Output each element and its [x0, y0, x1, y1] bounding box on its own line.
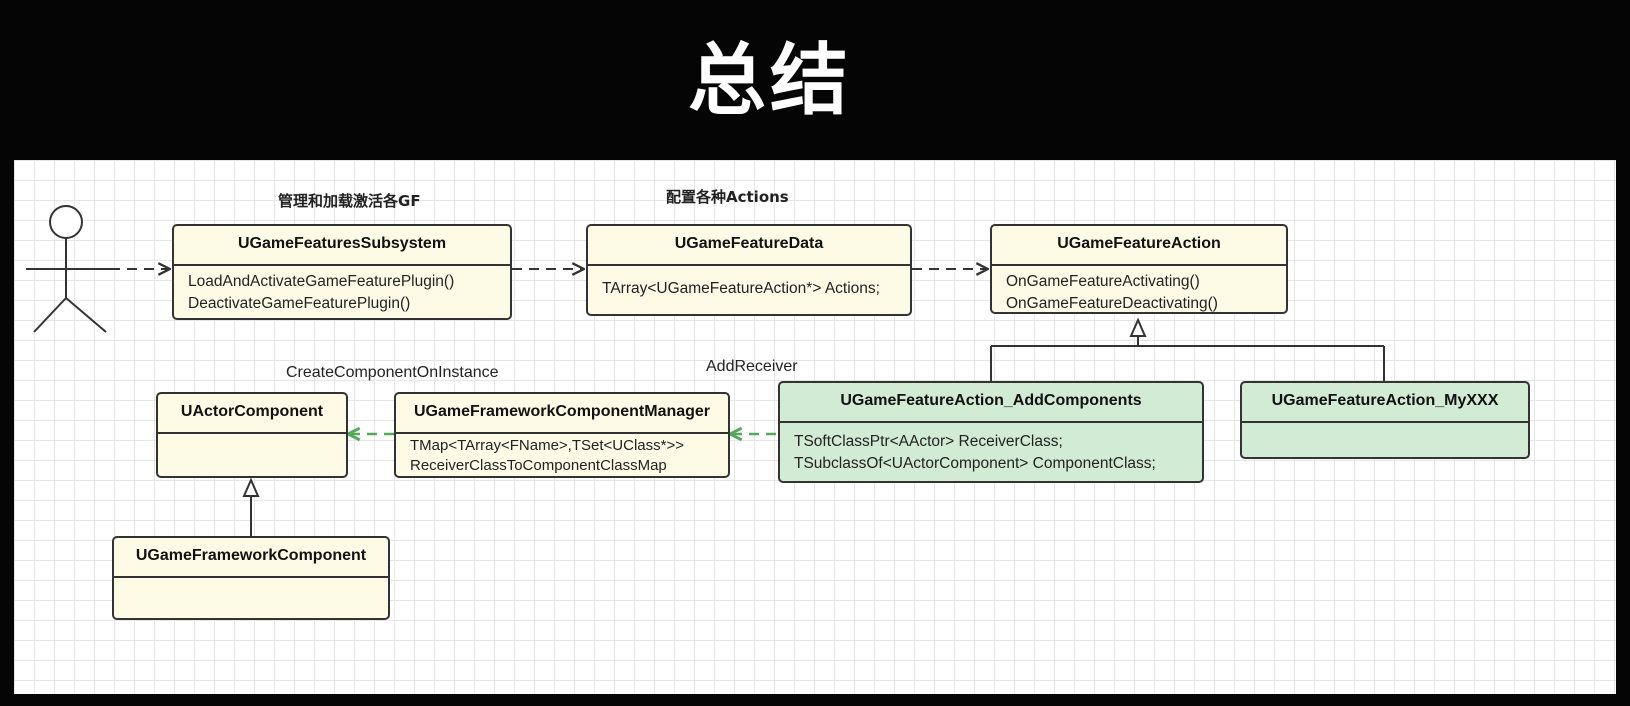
actor-stick-figure	[26, 205, 110, 333]
create-component-label: CreateComponentOnInstance	[286, 364, 499, 381]
class-members: TArray<UGameFeatureAction*> Actions;	[588, 266, 910, 300]
member-field: TArray<UGameFeatureAction*> Actions;	[602, 280, 880, 297]
class-name: UGameFeaturesSubsystem	[174, 226, 510, 266]
class-name: UActorComponent	[158, 394, 346, 434]
class-name: UGameFrameworkComponent	[114, 538, 388, 578]
class-action-my-xxx: UGameFeatureAction_MyXXX	[1240, 381, 1530, 459]
class-action-add-components: UGameFeatureAction_AddComponents TSoftCl…	[778, 381, 1204, 483]
class-component-manager: UGameFrameworkComponentManager TMap<TArr…	[394, 392, 730, 478]
class-members: TSoftClassPtr<AActor> ReceiverClass; TSu…	[780, 423, 1202, 475]
class-game-feature-action: UGameFeatureAction OnGameFeatureActivati…	[990, 224, 1288, 314]
class-name: UGameFeatureAction_MyXXX	[1242, 383, 1528, 423]
class-name: UGameFeatureData	[588, 226, 910, 266]
data-note: 配置各种Actions	[666, 188, 789, 206]
class-name: UGameFeatureAction	[992, 226, 1286, 266]
class-members: OnGameFeatureActivating() OnGameFeatureD…	[992, 266, 1286, 312]
add-receiver-label: AddReceiver	[706, 358, 798, 375]
class-name: UGameFeatureAction_AddComponents	[780, 383, 1202, 423]
member-method: LoadAndActivateGameFeaturePlugin()	[188, 273, 455, 290]
member-method: DeactivateGameFeaturePlugin()	[188, 295, 411, 312]
class-actor-component: UActorComponent	[156, 392, 348, 478]
member-field: TSubclassOf<UActorComponent> ComponentCl…	[794, 455, 1156, 472]
action-inheritance-connector	[990, 317, 1385, 381]
member-field: TSoftClassPtr<AActor> ReceiverClass;	[794, 433, 1063, 450]
member-method: OnGameFeatureDeactivating()	[1006, 295, 1218, 312]
class-name: UGameFrameworkComponentManager	[396, 394, 728, 434]
class-framework-component: UGameFrameworkComponent	[112, 536, 390, 620]
diagram-canvas: 管理和加载激活各GF 配置各种Actions CreateComponentOn…	[14, 160, 1616, 694]
connector-layer	[26, 205, 1385, 536]
class-game-feature-data: UGameFeatureData TArray<UGameFeatureActi…	[586, 224, 912, 316]
member-field: TMap<TArray<FName>,TSet<UClass*>>	[410, 437, 684, 454]
member-method: OnGameFeatureActivating()	[1006, 273, 1200, 290]
class-members: LoadAndActivateGameFeaturePlugin() Deact…	[174, 266, 510, 315]
component-inheritance-connector	[242, 477, 260, 536]
slide-title: 总结	[687, 36, 852, 126]
subsystem-note: 管理和加载激活各GF	[278, 192, 421, 210]
class-game-features-subsystem: UGameFeaturesSubsystem LoadAndActivateGa…	[172, 224, 512, 320]
class-members: TMap<TArray<FName>,TSet<UClass*>> Receiv…	[396, 434, 728, 476]
member-field: ReceiverClassToComponentClassMap	[410, 457, 667, 474]
